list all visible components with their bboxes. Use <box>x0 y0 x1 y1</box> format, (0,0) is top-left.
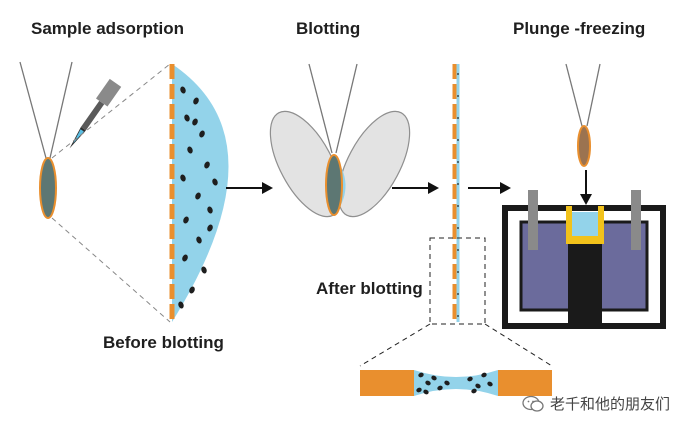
tweezer-arm-left <box>565 63 583 127</box>
zoom-line-top <box>51 63 171 159</box>
sample-adsorption-panel <box>19 61 229 323</box>
blotting-panel <box>269 63 411 218</box>
particle-icon <box>467 376 473 382</box>
ethane-cup <box>566 206 604 244</box>
particle-icon <box>180 174 186 182</box>
particle-icon <box>457 205 459 207</box>
particle-icon <box>437 385 443 391</box>
sample-droplet <box>172 64 229 322</box>
plunge-freezing-panel <box>502 63 666 329</box>
tweezer-arm-left <box>19 61 47 159</box>
wechat-icon <box>522 395 544 412</box>
particle-icon <box>201 266 207 274</box>
label-plunge-freezing: Plunge -freezing <box>513 19 646 38</box>
zoom-line-bottom <box>51 217 171 323</box>
tweezer-arm-right <box>49 61 73 159</box>
holder-right <box>631 190 641 250</box>
particle-icon <box>184 114 190 122</box>
zoom-line-right <box>484 323 553 367</box>
particle-icon <box>471 388 477 394</box>
after-blotting-panel <box>359 64 553 396</box>
grid-icon <box>577 125 591 167</box>
particle-icon <box>207 206 213 214</box>
zoom-line-left <box>359 323 431 367</box>
particle-icon <box>457 271 459 273</box>
particle-icon <box>196 236 202 244</box>
particle-icon <box>457 161 459 163</box>
particle-icon <box>182 254 188 262</box>
particle-icon <box>192 118 198 126</box>
particle-icon <box>475 383 481 389</box>
particle-icon <box>457 249 459 251</box>
particle-icon <box>457 139 459 141</box>
particle-icon <box>418 372 424 378</box>
grid-bar-left <box>360 370 414 396</box>
label-blotting: Blotting <box>296 19 361 38</box>
particle-icon <box>195 192 201 200</box>
particle-icon <box>425 380 431 386</box>
pipette-icon <box>69 78 122 149</box>
watermark-text: 老千和他的朋友们 <box>549 396 670 413</box>
particle-icon <box>457 183 459 185</box>
down-arrow-icon <box>580 170 592 205</box>
arrow-icon <box>392 182 439 194</box>
particle-icon <box>207 224 213 232</box>
particle-icon <box>457 117 459 119</box>
particle-icon <box>212 178 218 186</box>
particle-icon <box>416 387 422 393</box>
label-before-blotting: Before blotting <box>103 333 224 352</box>
particle-icon <box>481 372 487 378</box>
label-after-blotting: After blotting <box>316 279 423 298</box>
zoom-box <box>429 237 486 325</box>
particle-icon <box>187 146 193 154</box>
grid-bar-right <box>498 370 552 396</box>
particle-icon <box>487 381 493 387</box>
grid-icon <box>325 154 343 216</box>
particles-before <box>178 86 218 309</box>
tweezer-arm-right <box>586 63 601 127</box>
particle-icon <box>199 130 205 138</box>
particle-icon <box>444 380 450 386</box>
holder-left <box>528 190 538 250</box>
particle-icon <box>457 293 459 295</box>
blotting-paper-right <box>337 110 411 218</box>
tweezer-arm-right <box>335 63 358 154</box>
particle-icon <box>178 301 184 309</box>
grid-icon <box>39 157 57 219</box>
particles-after <box>416 372 493 395</box>
ethane-cup-base <box>568 240 602 324</box>
particle-icon <box>183 216 189 224</box>
particle-icon <box>457 73 459 75</box>
watermark: 老千和他的朋友们 <box>522 393 670 414</box>
particle-icon <box>457 315 459 317</box>
particle-icon <box>423 389 429 395</box>
liquid-ethane <box>572 212 598 236</box>
particle-icon <box>457 227 459 229</box>
label-sample-adsorption: Sample adsorption <box>31 19 185 38</box>
particle-icon <box>193 97 199 105</box>
arrow-icon <box>468 182 511 194</box>
particle-icon <box>457 95 459 97</box>
tweezer-arm-left <box>308 63 333 154</box>
particle-icon <box>189 286 195 294</box>
arrow-icon <box>226 182 273 194</box>
particle-icon <box>180 86 186 94</box>
particle-icon <box>431 375 437 381</box>
particle-icon <box>204 161 210 169</box>
